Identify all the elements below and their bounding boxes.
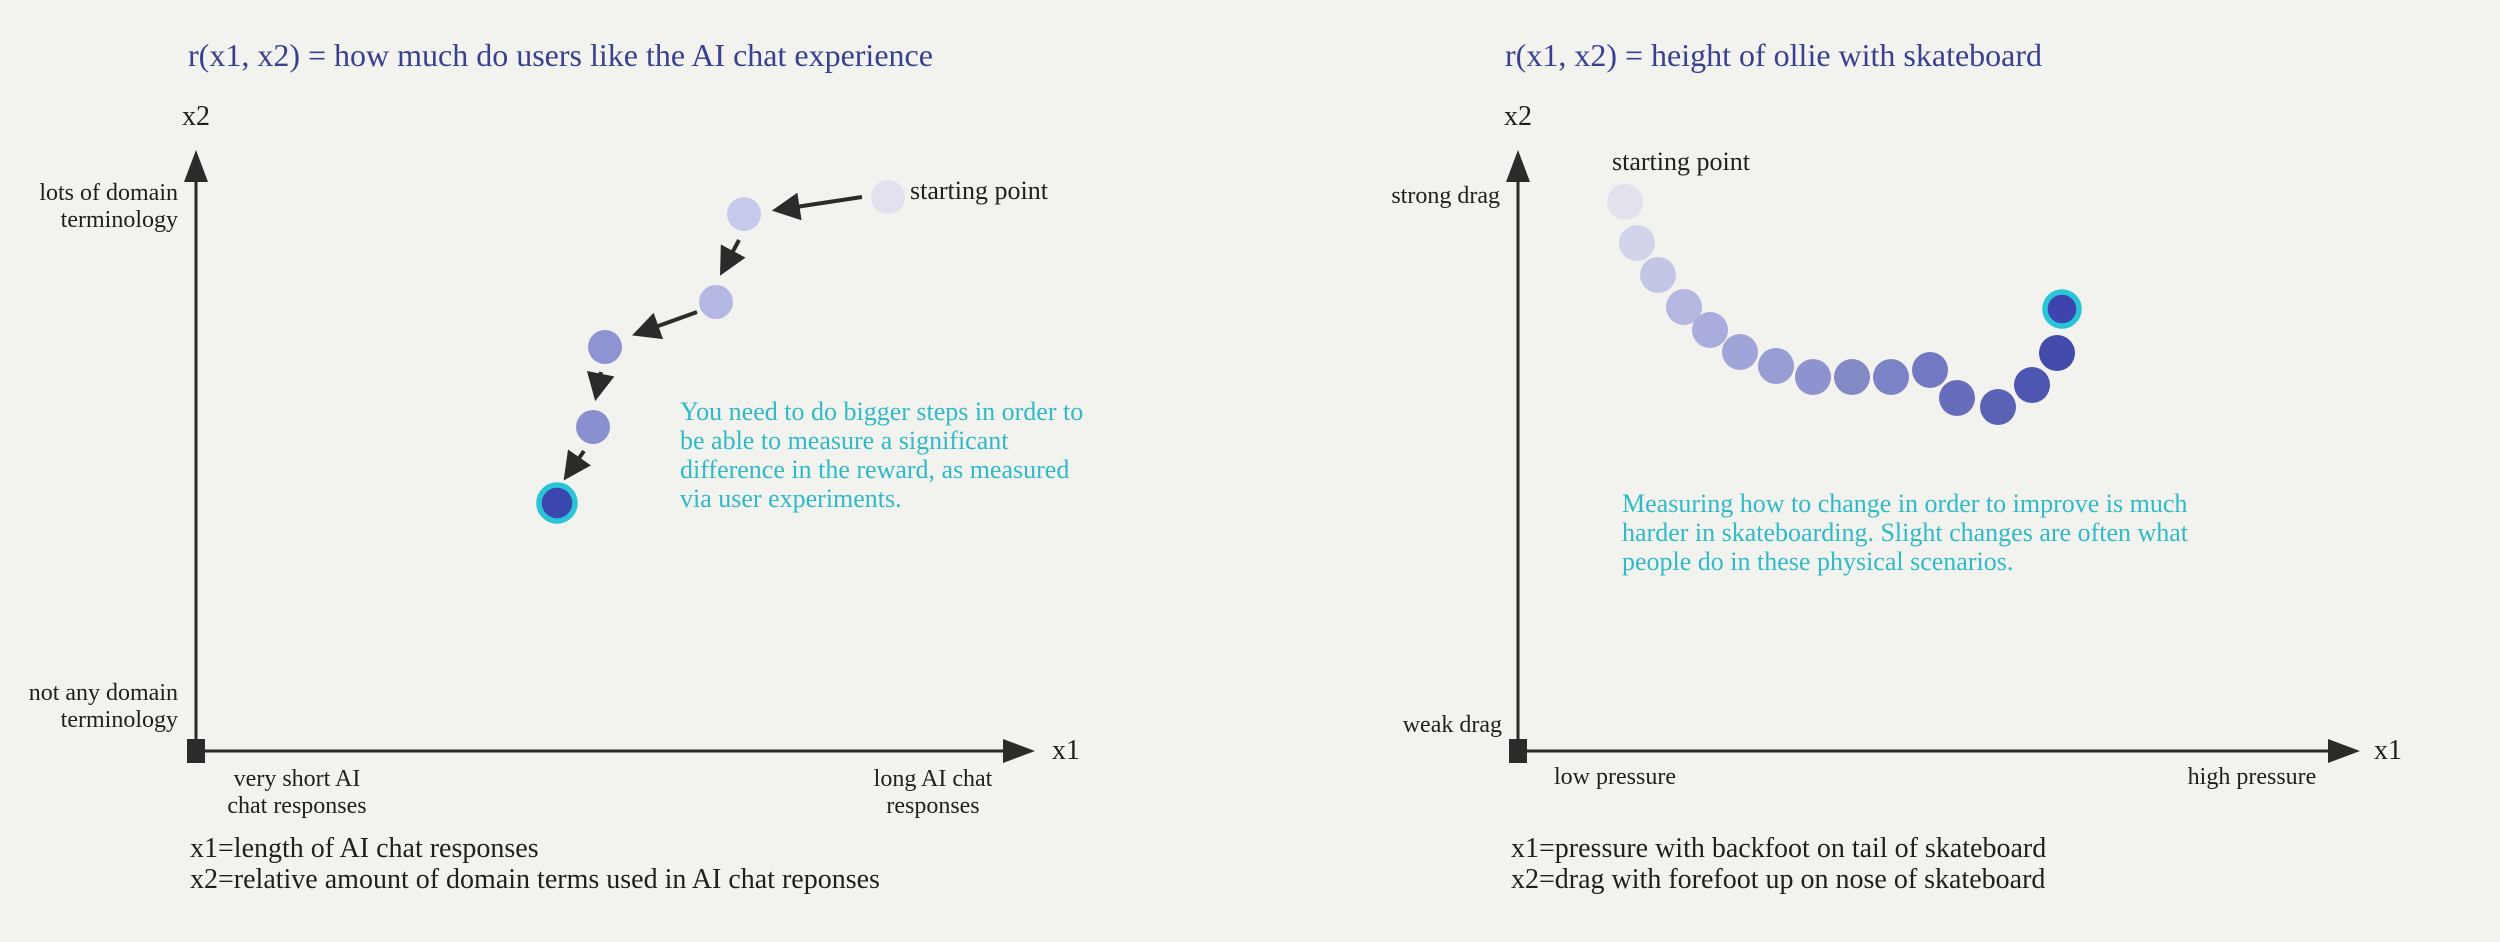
data-point <box>1980 389 2016 425</box>
right-chart-title: r(x1, x2) = height of ollie with skatebo… <box>1505 37 2043 73</box>
data-point <box>1607 184 1643 220</box>
step-arrow-icon <box>720 239 746 276</box>
left-x-low-label: very short AI chat responses <box>227 766 367 819</box>
data-point <box>588 330 622 364</box>
data-point <box>1619 225 1655 261</box>
data-point <box>1795 359 1831 395</box>
right-y-axis-variable: x2 <box>1504 101 1532 132</box>
origin-marker <box>1509 739 1527 763</box>
right-starting-point-label: starting point <box>1612 147 1750 176</box>
data-point <box>699 285 733 319</box>
data-point <box>2014 367 2050 403</box>
right-x-axis-variable: x1 <box>2374 735 2402 766</box>
right-annotation: Measuring how to change in order to impr… <box>1622 489 2189 576</box>
data-point <box>1692 312 1728 348</box>
left-axis-definitions: x1=length of AI chat responses x2=relati… <box>190 833 880 895</box>
x-axis-arrowhead-icon <box>1003 739 1035 763</box>
right-x-low-label: low pressure <box>1554 764 1676 790</box>
left-annotation: You need to do bigger steps in order to … <box>680 397 1084 513</box>
current-point <box>2042 289 2082 329</box>
left-x-axis-variable: x1 <box>1052 735 1080 766</box>
x-axis-arrowhead-icon <box>2328 739 2360 763</box>
left-chart-panel: r(x1, x2) = how much do users like the A… <box>28 37 1084 895</box>
data-point <box>2039 335 2075 371</box>
left-y-axis-variable: x2 <box>182 101 210 132</box>
right-axis-definitions: x1=pressure with backfoot on tail of ska… <box>1511 833 2047 895</box>
step-arrow-icon <box>632 310 698 340</box>
step-arrow-icon <box>563 449 592 481</box>
current-point <box>536 482 578 524</box>
data-point <box>1758 348 1794 384</box>
y-axis-arrowhead-icon <box>184 150 208 182</box>
left-y-high-label: lots of domain terminology <box>39 180 178 233</box>
data-point <box>1722 334 1758 370</box>
origin-marker <box>187 739 205 763</box>
data-point <box>727 197 761 231</box>
data-point <box>1640 257 1676 293</box>
data-point <box>1834 359 1870 395</box>
data-point <box>1666 289 1702 325</box>
ai-chat-reward-plot <box>184 150 1035 763</box>
ollie-height-reward-plot <box>1506 150 2360 763</box>
data-point <box>1912 352 1948 388</box>
right-y-low-label: weak drag <box>1402 712 1502 738</box>
y-axis-arrowhead-icon <box>1506 150 1530 182</box>
right-y-high-label: strong drag <box>1391 183 1500 209</box>
left-chart-title: r(x1, x2) = how much do users like the A… <box>188 37 933 73</box>
data-point <box>871 180 905 214</box>
left-starting-point-label: starting point <box>910 176 1048 205</box>
step-arrow-icon <box>586 370 615 402</box>
right-chart-panel: r(x1, x2) = height of ollie with skatebo… <box>1250 0 2500 942</box>
right-x-high-label: high pressure <box>2187 764 2317 790</box>
data-point <box>1873 359 1909 395</box>
left-x-high-label: long AI chat responses <box>873 766 993 819</box>
data-point <box>1939 380 1975 416</box>
step-arrow-icon <box>771 192 863 221</box>
data-point <box>576 410 610 444</box>
left-y-low-label: not any domain terminology <box>28 680 178 733</box>
